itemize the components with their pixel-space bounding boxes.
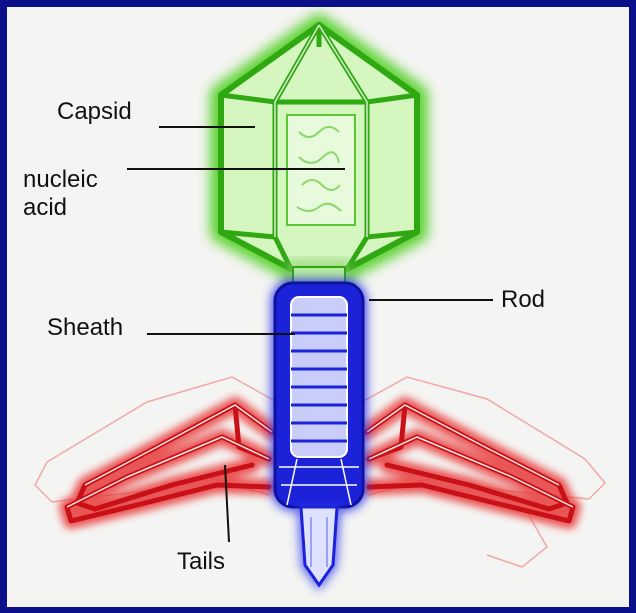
tails-label: Tails [177,549,225,575]
sheath-label: Sheath [47,315,123,341]
sheath [271,279,367,511]
rod-label: Rod [501,287,545,313]
right-tail-fibres [367,405,573,521]
diagram-panel: Capsid nucleic acid Sheath Rod Tails [7,7,629,607]
nucleic-acid-label-line2: acid [23,195,67,221]
nucleic-acid-label-line1: nucleic [23,167,98,193]
tail-spike [297,507,341,591]
capsid-label: Capsid [57,99,132,125]
left-tail-fibres [67,405,272,521]
capsid-head [221,25,417,269]
